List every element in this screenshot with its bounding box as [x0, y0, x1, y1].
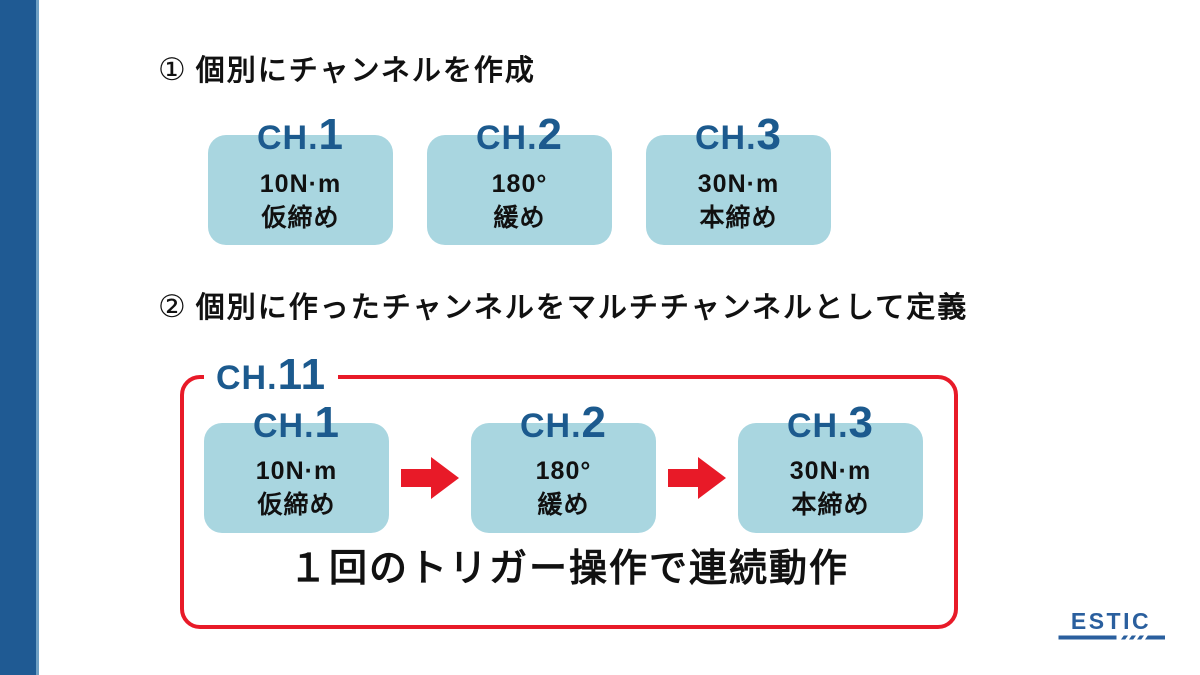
channel-operation: 仮締め — [257, 490, 336, 519]
channel-number: 2 — [581, 397, 608, 447]
channel-box-ch1: CH.1 10N·m 仮締め — [204, 397, 389, 533]
channel-label-ch1: CH.1 — [257, 113, 344, 157]
channel-row-individual: CH.1 10N·m 仮締め CH.2 180° 緩め CH.3 — [208, 113, 1200, 246]
multi-channel-label: CH.11 — [204, 349, 339, 399]
channel-value: 10N·m — [255, 457, 338, 486]
channel-number: 1 — [314, 397, 341, 447]
channel-body: 180° 緩め — [471, 422, 656, 533]
section1-heading-text: 個別にチャンネルを作成 — [195, 55, 536, 87]
channel-operation: 緩め — [493, 203, 546, 232]
channel-operation: 緩め — [537, 490, 590, 519]
channel-prefix: CH. — [256, 119, 319, 158]
channel-prefix: CH. — [519, 406, 582, 445]
channel-number: 1 — [318, 110, 345, 160]
left-accent-bar — [0, 0, 39, 675]
circled-number-1: ① — [158, 52, 186, 87]
channel-body: 10N·m 仮締め — [204, 422, 389, 533]
channel-value: 180° — [535, 457, 592, 486]
channel-value: 30N·m — [789, 457, 872, 486]
multi-channel-container: CH.11 CH.1 10N·m 仮締め CH. — [180, 352, 958, 629]
channel-operation: 本締め — [791, 490, 870, 519]
section2-heading-text: 個別に作ったチャンネルをマルチチャンネルとして定義 — [195, 292, 969, 325]
channel-label-ch1: CH.1 — [252, 397, 341, 447]
channel-box-ch2: CH.2 180° 緩め — [427, 113, 612, 246]
channel-value: 180° — [491, 169, 548, 198]
estic-logo-underline — [1058, 635, 1165, 640]
channel-value: 30N·m — [697, 169, 780, 198]
channel-label-ch2: CH.2 — [519, 397, 608, 447]
channel-prefix: CH. — [786, 406, 849, 445]
channel-value: 10N·m — [259, 169, 342, 198]
channel-body: 30N·m 本締め — [738, 422, 923, 533]
estic-logo: ESTIC — [1058, 609, 1165, 640]
channel-box-ch3: CH.3 30N·m 本締め — [738, 397, 923, 533]
main-content: ① 個別にチャンネルを作成 CH.1 10N·m 仮締め CH.2 180° — [158, 52, 1200, 629]
channel-body: 180° 緩め — [427, 135, 612, 246]
channel-box-ch3: CH.3 30N·m 本締め — [646, 113, 831, 246]
channel-box-ch1: CH.1 10N·m 仮締め — [208, 113, 393, 246]
estic-logo-text: ESTIC — [1071, 609, 1151, 634]
channel-label-ch3: CH.3 — [695, 113, 782, 157]
channel-body: 30N·m 本締め — [646, 135, 831, 246]
channel-number: 3 — [756, 110, 783, 160]
section2-heading: ② 個別に作ったチャンネルをマルチチャンネルとして定義 — [158, 289, 1200, 325]
section1-heading: ① 個別にチャンネルを作成 — [158, 52, 1200, 88]
channel-operation: 仮締め — [261, 203, 340, 232]
channel-prefix: CH. — [216, 358, 278, 397]
channel-prefix: CH. — [694, 119, 757, 158]
circled-number-2: ② — [158, 289, 186, 325]
arrow-right-icon — [401, 456, 459, 499]
sequence-caption: １回のトリガー操作で連続動作 — [288, 547, 849, 590]
channel-box-ch2: CH.2 180° 緩め — [471, 397, 656, 533]
channel-operation: 本締め — [699, 203, 778, 232]
channel-number: 11 — [277, 349, 327, 399]
channel-number: 3 — [848, 397, 875, 447]
channel-body: 10N·m 仮締め — [208, 135, 393, 246]
channel-row-multi: CH.1 10N·m 仮締め CH.2 180° — [204, 397, 954, 533]
channel-label-ch2: CH.2 — [476, 113, 563, 157]
arrow-right-icon — [668, 456, 726, 499]
channel-prefix: CH. — [475, 119, 538, 158]
channel-number: 2 — [537, 110, 564, 160]
channel-label-ch3: CH.3 — [786, 397, 875, 447]
channel-prefix: CH. — [252, 406, 315, 445]
